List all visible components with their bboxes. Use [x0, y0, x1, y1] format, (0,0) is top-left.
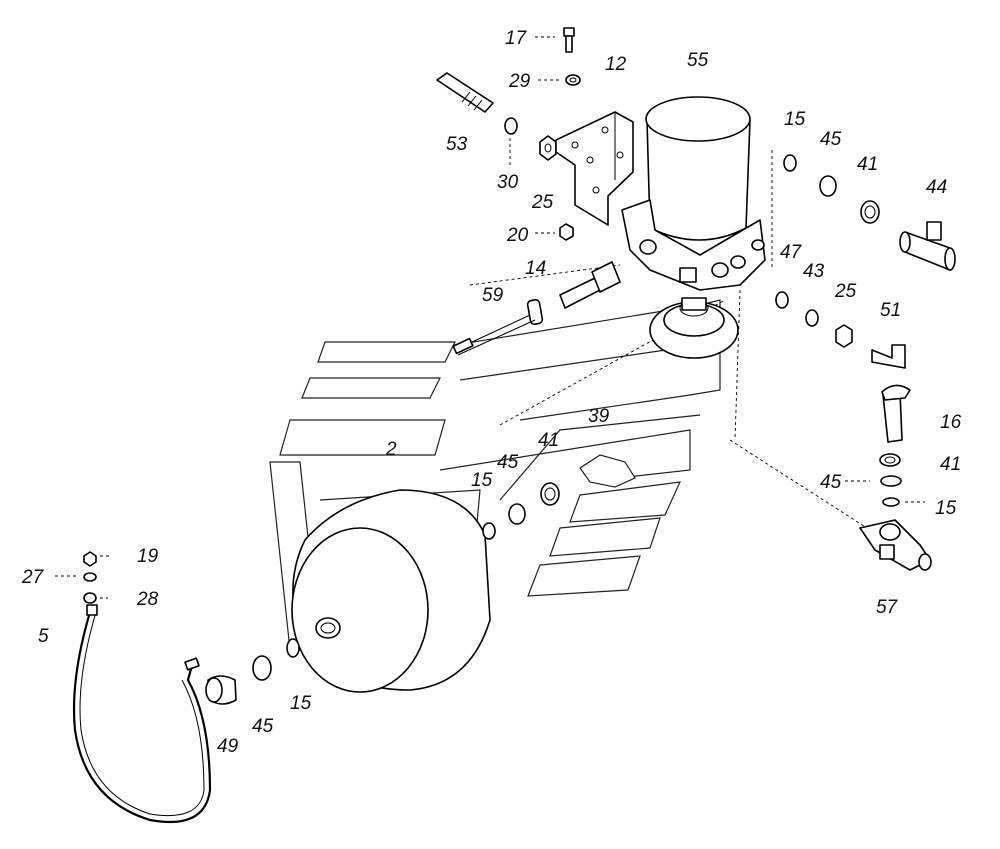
label-15-lower: 15: [290, 693, 312, 714]
label-15-right: 15: [935, 498, 957, 519]
label-41-mid: 41: [538, 430, 559, 451]
label-19: 19: [137, 546, 159, 567]
washer-15-upper: [783, 154, 797, 172]
label-45-lower: 45: [252, 716, 274, 737]
elbow-51: [871, 344, 906, 369]
label-43: 43: [803, 261, 825, 282]
washer-15-lower-left: [286, 638, 300, 658]
label-25-upper: 25: [531, 192, 554, 213]
tee-fitting-44: [899, 221, 956, 271]
air-tank-2: [291, 489, 491, 693]
ring-45-mid: [508, 503, 526, 525]
dryer-base-ring: [649, 297, 739, 359]
nut-41-mid: [540, 482, 560, 506]
nut-41-upper: [860, 200, 880, 224]
label-27: 27: [21, 567, 45, 588]
label-14: 14: [525, 258, 546, 279]
stud-53: [436, 72, 494, 113]
label-20: 20: [506, 225, 529, 246]
label-2: 2: [385, 439, 397, 460]
label-57: 57: [876, 597, 899, 618]
label-45-mid: 45: [497, 452, 519, 473]
label-45-upper: 45: [820, 129, 842, 150]
washer-47: [775, 291, 789, 309]
label-5: 5: [38, 626, 49, 647]
hose-5: [72, 604, 212, 824]
nut-19: [83, 551, 97, 567]
bolt-17: [563, 27, 575, 53]
label-47: 47: [780, 242, 803, 263]
connector-59: [452, 261, 621, 356]
nut-41-lower: [879, 453, 901, 467]
label-17: 17: [505, 28, 528, 49]
sleeve-28: [83, 592, 97, 604]
label-45-right: 45: [820, 472, 842, 493]
label-15-mid: 15: [471, 470, 493, 491]
cap-49: [205, 675, 237, 705]
fitting-14: [526, 298, 544, 326]
bracket-12: [555, 111, 634, 226]
drain-valve-57: [859, 519, 932, 571]
ring-43: [805, 309, 819, 327]
label-44: 44: [926, 177, 947, 198]
label-12: 12: [605, 54, 627, 75]
ring-45-lower: [880, 475, 902, 487]
label-30: 30: [497, 172, 519, 193]
nut-20: [559, 223, 574, 241]
label-25-right: 25: [834, 281, 857, 302]
label-49: 49: [217, 736, 239, 757]
label-51: 51: [880, 300, 901, 321]
label-41-upper: 41: [857, 154, 878, 175]
label-53: 53: [446, 134, 468, 155]
label-59: 59: [482, 285, 504, 306]
label-39: 39: [588, 406, 610, 427]
washer-29: [565, 74, 581, 86]
washer-15-mid: [482, 522, 496, 540]
ring-45-lower-left: [252, 655, 272, 681]
ring-30: [504, 117, 518, 135]
ring-45-upper: [819, 175, 837, 197]
nut-25-right: [835, 324, 853, 348]
label-16: 16: [940, 412, 962, 433]
label-15-upper: 15: [784, 109, 806, 130]
leader-lines: [55, 36, 925, 599]
part-labels: 17 12 55 29 53 30 25 20 15 45 41 44 47 1…: [21, 28, 962, 757]
nut-25-upper: [539, 135, 557, 161]
washer-15-lower: [882, 497, 900, 507]
fitting-39: [579, 454, 636, 488]
label-55: 55: [687, 50, 709, 71]
ring-27: [83, 572, 97, 582]
label-28: 28: [136, 589, 159, 610]
air-dryer-55: [621, 96, 766, 291]
label-41-lower: 41: [940, 454, 961, 475]
pipe-16: [881, 384, 911, 443]
label-29: 29: [508, 71, 531, 92]
